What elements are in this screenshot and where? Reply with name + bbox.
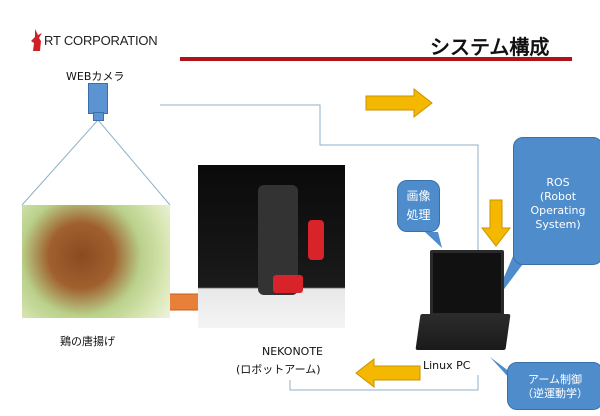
bubble-text: 画像 [406,189,431,203]
title-underline [180,57,572,61]
bubble-text: ROS [546,176,570,189]
arrow-left-icon [355,357,421,389]
bubble-text: 処理 [406,208,431,222]
arrow-down-icon [480,199,512,247]
pc-label: Linux PC [423,359,471,372]
camera-view-right [97,119,171,206]
bubble-text: System) [535,218,581,231]
laptop-screen [430,250,504,316]
camera-to-pc-line [160,104,479,250]
food-label: 鶏の唐揚げ [60,335,115,348]
bubble-text: アーム制御 [527,373,582,386]
robot-arm-photo [198,165,345,328]
webcam-icon [88,83,108,114]
robot-name: NEKONOTE [262,345,324,358]
bubble-text: (Robot [539,190,577,203]
pc-to-robot-line [289,375,479,391]
laptop-keyboard [415,314,511,350]
webcam-lens-icon [93,112,104,121]
camera-view-left [21,119,99,206]
company-name: RT CORPORATION [44,33,158,48]
robot-subtitle: (ロボットアーム) [236,363,321,376]
ros-bubble: ROS (Robot Operating System) [513,137,600,265]
camera-label: WEBカメラ [66,70,125,83]
image-processing-bubble: 画像 処理 [397,180,440,232]
fried-chicken-photo [22,205,170,318]
bubble-tail [425,232,442,248]
bubble-text: Operating [530,204,586,217]
rabbit-logo-icon [31,29,42,51]
bubble-text: （逆運動学） [522,387,588,400]
arm-control-bubble: アーム制御 （逆運動学） [507,362,600,410]
arrow-right-icon [365,87,433,119]
page-title: システム構成 [430,35,550,59]
